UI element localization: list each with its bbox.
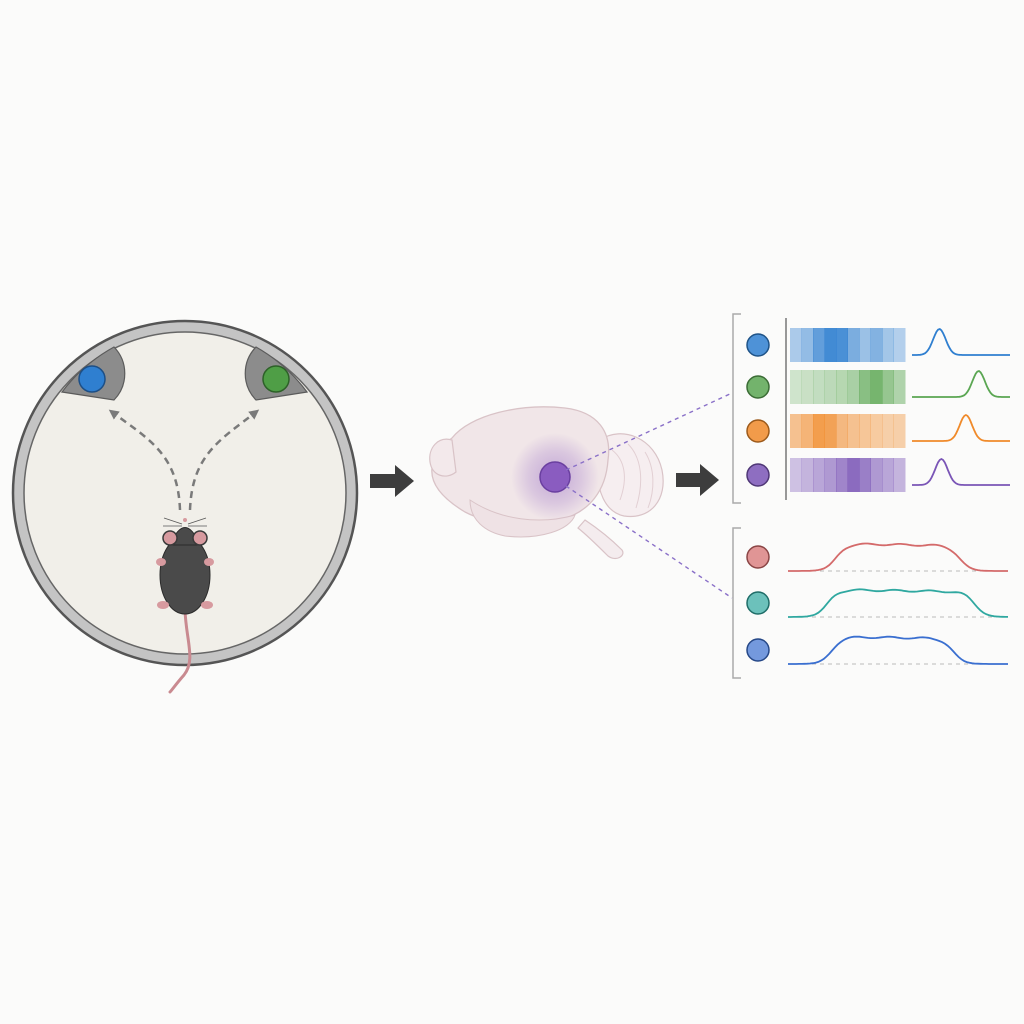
cell-dot xyxy=(746,375,770,399)
activity-trace xyxy=(788,635,1008,665)
heatmap-stripe xyxy=(870,458,883,492)
cell-dot xyxy=(746,463,770,487)
arena-floor xyxy=(23,331,347,655)
heatmap-stripe xyxy=(801,458,814,492)
heatmap-stripe xyxy=(824,414,837,448)
heatmap-stripe xyxy=(813,328,825,362)
port-light-right xyxy=(262,365,290,393)
mouse-body xyxy=(159,535,211,615)
heatmap-stripe xyxy=(893,328,906,362)
heatmap-stripe xyxy=(859,328,871,362)
sustained-cell-row xyxy=(746,635,1008,665)
activity-trace xyxy=(912,369,1010,398)
brainstem xyxy=(577,519,624,560)
heatmap-stripe xyxy=(790,414,802,448)
heatmap-stripe xyxy=(790,328,802,362)
choice-arrow-right xyxy=(188,409,260,511)
heatmap-stripe xyxy=(790,370,802,404)
cell-dot xyxy=(746,419,770,443)
heatmap-stripe xyxy=(859,458,871,492)
heatmap-stripe xyxy=(790,458,802,492)
heatmap-stripe xyxy=(847,370,860,404)
heatmap-stripe xyxy=(882,370,894,404)
activity-trace xyxy=(788,542,1008,572)
heatmap-stripe xyxy=(801,370,814,404)
bracket-choice-cells xyxy=(732,313,741,504)
cell-dot xyxy=(746,591,770,615)
heatmap-stripe xyxy=(847,458,860,492)
choice-cell-row xyxy=(746,457,1010,492)
reward-port-right xyxy=(244,346,309,401)
reward-port-left xyxy=(60,346,126,401)
flow-arrow-arena-to-brain xyxy=(370,465,414,497)
mouse-tail xyxy=(168,608,192,694)
target-region xyxy=(539,461,571,493)
heatmap-stripe xyxy=(801,414,814,448)
heatmap-stripe xyxy=(813,414,825,448)
heatmap-stripe xyxy=(882,414,894,448)
olfactory-bulb xyxy=(429,438,457,477)
heatmap-stripe xyxy=(813,370,825,404)
heatmap-stripe xyxy=(801,328,814,362)
choice-cells xyxy=(746,327,1010,492)
cell-dot xyxy=(746,638,770,662)
heatmap-stripe xyxy=(893,370,906,404)
connector-top xyxy=(565,392,733,471)
heatmap-stripe xyxy=(882,328,894,362)
choice-cell-row xyxy=(746,327,1010,362)
bracket-sustained-cells xyxy=(732,527,741,679)
heatmap-stripe xyxy=(813,458,825,492)
sustained-cells xyxy=(746,542,1008,665)
choice-cell-row xyxy=(746,413,1010,448)
heatmap-stripe xyxy=(824,458,837,492)
heatmap-stripe xyxy=(870,370,883,404)
heatmap-stripe xyxy=(847,328,860,362)
heatmap-stripe xyxy=(824,328,837,362)
choice-arrow-left xyxy=(108,409,182,511)
heatmap-stripe xyxy=(882,458,894,492)
activity-trace xyxy=(788,588,1008,618)
heatmap-stripe xyxy=(893,458,906,492)
activity-trace xyxy=(912,413,1010,442)
flow-arrow-brain-to-activity xyxy=(676,464,719,496)
sustained-cell-row xyxy=(746,588,1008,618)
heatmap-stripe xyxy=(836,458,848,492)
heatmap-stripe xyxy=(859,414,871,448)
cell-dot xyxy=(746,545,770,569)
heatmap-stripe xyxy=(870,328,883,362)
activity-trace xyxy=(912,327,1010,356)
heatmap-stripe xyxy=(836,370,848,404)
ventral-brain xyxy=(469,499,576,538)
port-light-left xyxy=(78,365,106,393)
choice-cell-row xyxy=(746,369,1010,404)
heatmap-stripe xyxy=(836,414,848,448)
sustained-cell-row xyxy=(746,542,1008,572)
cell-dot xyxy=(746,333,770,357)
connector-bottom xyxy=(565,485,733,599)
mouse-ear-right xyxy=(192,530,208,546)
arena xyxy=(11,319,359,694)
activity-trace xyxy=(912,457,1010,486)
heatmap-stripe xyxy=(859,370,871,404)
heatmap-stripe xyxy=(836,328,848,362)
mouse-icon xyxy=(156,517,214,694)
heatmap-stripe xyxy=(870,414,883,448)
heatmap-stripe xyxy=(893,414,906,448)
brain-illustration xyxy=(429,406,664,560)
mouse-ear-left xyxy=(162,530,178,546)
heatmap-stripe xyxy=(824,370,837,404)
heatmap-stripe xyxy=(847,414,860,448)
